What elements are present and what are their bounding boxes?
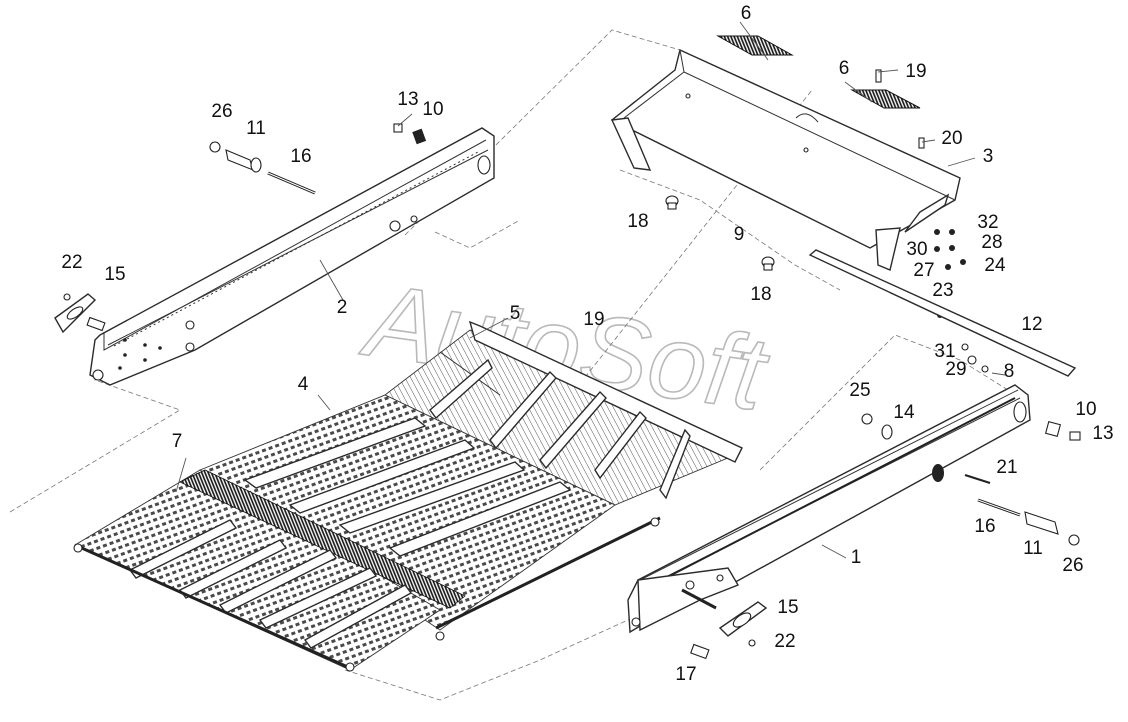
callout-19-lower: 19 — [583, 309, 604, 330]
part-17-bolt — [690, 643, 710, 660]
callout-17: 17 — [675, 664, 696, 685]
part-6-pad-left — [716, 35, 794, 56]
callout-31: 31 — [934, 341, 955, 362]
part-13-right-bolt — [1069, 431, 1081, 441]
callout-22-right: 22 — [774, 631, 795, 652]
parts-31-29-nuts — [961, 343, 989, 373]
part-4-middle-mesh — [199, 394, 661, 641]
callout-19-upper: 19 — [905, 61, 926, 82]
part-1-right-side-rail — [627, 384, 1031, 634]
callout-27: 27 — [913, 260, 934, 281]
callout-16-left: 16 — [290, 146, 311, 167]
callout-24: 24 — [984, 255, 1006, 276]
callout-9: 9 — [734, 224, 745, 245]
part-25-nut — [861, 413, 873, 425]
part-10-right-plate — [1044, 420, 1062, 438]
callout-8: 8 — [1004, 361, 1015, 382]
part-11-left-pin — [225, 149, 262, 173]
callout-3: 3 — [983, 146, 994, 167]
part-26-right-nut — [1068, 534, 1080, 546]
callout-14: 14 — [893, 402, 915, 423]
callout-21: 21 — [996, 457, 1017, 478]
callout-13-right: 13 — [1092, 423, 1113, 444]
part-22-right-screw — [748, 639, 756, 647]
part-18-lower-bolt — [761, 256, 775, 271]
callout-11-left: 11 — [246, 118, 266, 139]
callout-18-lower: 18 — [750, 284, 771, 305]
part-21-bolt — [964, 474, 991, 484]
part-26-left-nut — [209, 141, 221, 153]
part-20-bolt — [918, 137, 925, 149]
part-22-left-screw — [63, 293, 71, 301]
part-18-upper-bolt — [665, 195, 679, 210]
callout-26-right: 26 — [1062, 555, 1083, 576]
part-7-front-sieve — [73, 469, 466, 672]
callout-15-right: 15 — [777, 597, 798, 618]
callout-26-left: 26 — [211, 101, 232, 122]
callout-18-upper: 18 — [627, 211, 648, 232]
callout-5: 5 — [510, 303, 521, 324]
callout-25: 25 — [849, 380, 870, 401]
callout-6-right: 6 — [839, 58, 850, 79]
part-19-upper-bolt — [875, 69, 882, 83]
callout-23: 23 — [932, 280, 953, 301]
callout-10-upper: 10 — [422, 99, 443, 120]
callout-4: 4 — [298, 374, 309, 395]
part-14-washer — [881, 424, 893, 440]
leader-lines — [175, 21, 1006, 559]
callout-1: 1 — [851, 547, 862, 568]
part-2-left-side-rail — [89, 127, 495, 386]
callout-28: 28 — [981, 232, 1002, 253]
part-13-10-upper-fasteners — [393, 123, 427, 145]
part-12-flat-strip — [808, 249, 1077, 377]
callout-2: 2 — [337, 297, 348, 318]
callout-11-right: 11 — [1023, 538, 1043, 559]
callout-22-left: 22 — [61, 252, 82, 273]
callout-16-right: 16 — [974, 516, 995, 537]
callout-13-upper: 13 — [397, 89, 418, 110]
callout-30: 30 — [906, 239, 927, 260]
part-11-right-pin — [1024, 511, 1059, 535]
callout-29: 29 — [945, 359, 966, 380]
callout-10-right: 10 — [1075, 399, 1096, 420]
part-15-right-plate — [718, 601, 768, 637]
callout-labels: 1 2 3 4 5 6 6 7 8 9 10 10 11 11 12 13 13… — [61, 3, 1113, 685]
part-5-upper-grate — [384, 320, 743, 506]
parts-23-32-small-hardware — [934, 229, 966, 318]
callout-32: 32 — [977, 212, 998, 233]
part-16-right-rod — [977, 498, 1021, 517]
callout-6-left: 6 — [741, 3, 752, 24]
part-16-left-rod — [267, 171, 316, 195]
callout-7: 7 — [172, 431, 183, 452]
callout-12: 12 — [1021, 314, 1042, 335]
callout-20: 20 — [941, 128, 962, 149]
part-6-pad-right — [850, 89, 921, 109]
part-3-upper-cover — [610, 49, 961, 271]
callout-15-left: 15 — [104, 264, 125, 285]
part-15-left-plate — [54, 293, 106, 334]
